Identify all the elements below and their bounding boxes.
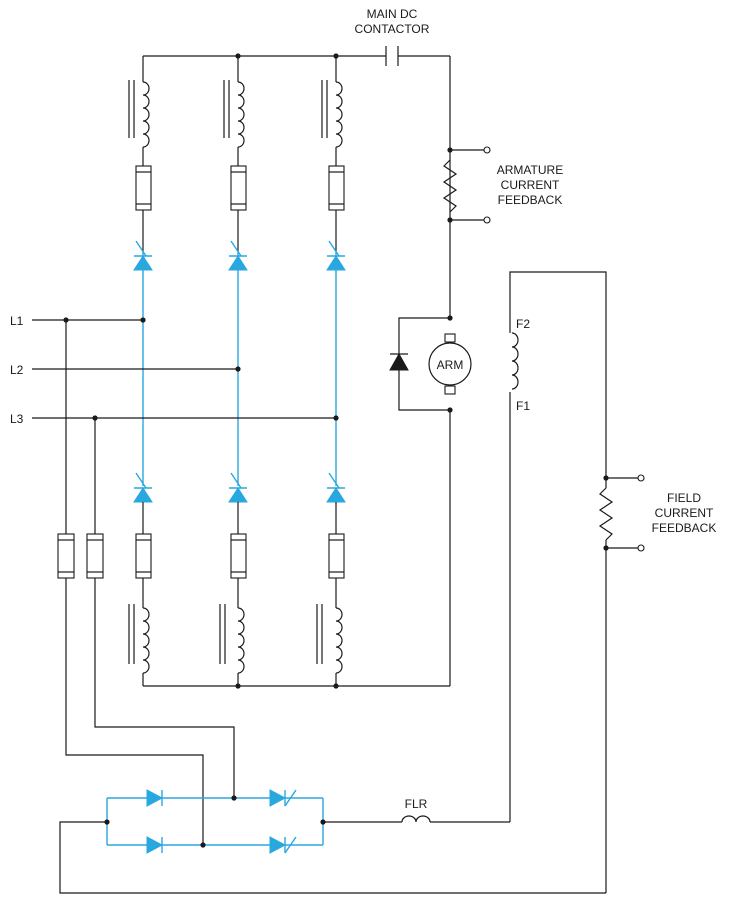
main-dc-contactor [385,46,399,66]
field-scr-1 [269,789,297,807]
armature-feedback-label-1: ARMATURE [497,163,563,177]
field-return-wire [59,819,606,894]
top-fuse-3 [328,165,345,252]
l3-label: L3 [10,412,24,426]
armature-current-shunt [442,146,491,224]
field-bridge-rectifier [106,795,324,848]
top-reactor-1 [128,56,150,166]
ac-line-l1 [32,317,146,323]
top-fuse-1 [135,165,152,252]
top-dc-bus [143,55,451,318]
field-feedback-label-3: FEEDBACK [652,521,717,535]
bottom-reactor-2 [219,604,245,686]
lower-scr-3 [326,472,346,534]
lower-fuse-3 [328,533,345,608]
upper-scr-3 [326,240,346,418]
armature-feedback-label-3: FEEDBACK [498,193,563,207]
top-reactor-2 [223,56,245,166]
field-diode-2 [146,836,164,854]
main-dc-contactor-label-2: CONTACTOR [355,22,430,36]
arm-label: ARM [437,358,464,372]
field-scr-2 [269,836,297,854]
bottom-reactor-1 [128,604,150,686]
upper-scr-2 [228,240,248,369]
field-fuse-2 [86,418,235,798]
f1-label: F1 [516,399,530,413]
field-feedback-label-2: CURRENT [655,506,714,520]
armature-feedback-label-2: CURRENT [501,178,560,192]
lower-fuse-2 [230,533,247,608]
l1-label: L1 [10,314,24,328]
upper-scr-1 [133,240,153,320]
shunt-field-winding [509,271,607,822]
field-current-shunt [598,474,645,893]
top-fuse-2 [230,165,247,252]
ac-line-l2 [32,366,241,372]
l2-label: L2 [10,363,24,377]
ac-line-l3 [32,415,339,421]
bottom-dc-bus [143,410,451,689]
lower-scr-1 [133,472,153,534]
flr-label: FLR [405,797,428,811]
field-feedback-label-1: FIELD [667,491,701,505]
bottom-reactor-3 [316,604,343,686]
field-diode-1 [146,789,164,807]
main-dc-contactor-label-1: MAIN DC [367,7,418,21]
freewheel-diode [389,317,450,411]
lower-scr-2 [228,472,248,534]
top-reactor-3 [321,56,343,166]
armature-motor: ARM [428,315,472,413]
flr-reactor [320,815,510,825]
lower-fuse-1 [135,533,152,608]
field-fuse-1 [57,320,204,845]
f2-label: F2 [516,317,530,331]
